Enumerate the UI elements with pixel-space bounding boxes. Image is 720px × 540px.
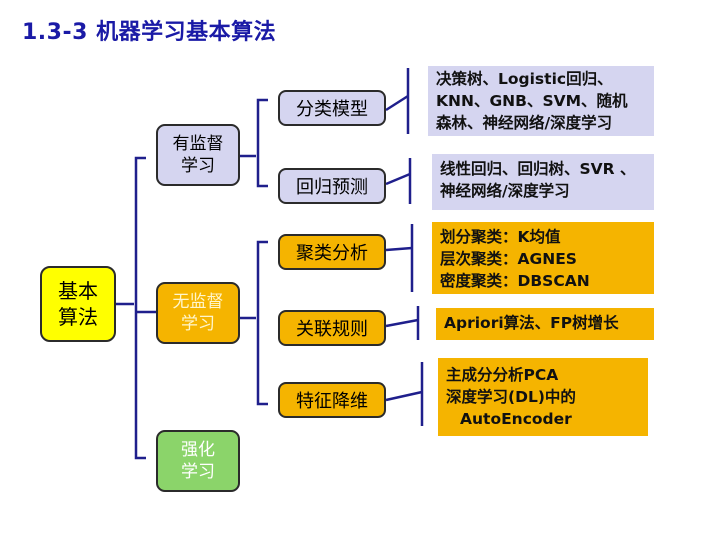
level1-bracket <box>134 156 146 460</box>
algorithm-line: 层次聚类：AGNES <box>440 250 577 268</box>
algorithm-line: AutoEncoder <box>460 410 572 428</box>
unsupervised-bracket <box>256 240 268 406</box>
reinforcement-learning-node: 强化学习 <box>156 430 240 492</box>
supervised-bracket <box>256 98 268 188</box>
algorithm-line: KNN、GNB、SVM、随机 <box>436 92 628 110</box>
regression-node: 回归预测 <box>278 168 386 204</box>
supervised-learning-node: 有监督学习 <box>156 124 240 186</box>
algorithm-line: 决策树、Logistic回归、 <box>436 70 613 88</box>
root-node: 基本算法 <box>40 266 116 342</box>
algorithm-line: 神经网络/深度学习 <box>440 182 570 200</box>
algorithm-line: 线性回归、回归树、SVR 、 <box>440 160 636 178</box>
algorithm-line: 主成分分析PCA <box>446 366 559 384</box>
algorithm-line: Apriori算法、FP树增长 <box>444 314 619 332</box>
classification-node: 分类模型 <box>278 90 386 126</box>
unsupervised-learning-node: 无监督学习 <box>156 282 240 344</box>
classification-algorithms: 决策树、Logistic回归、 KNN、GNB、SVM、随机 森林、神经网络/深… <box>428 66 654 136</box>
association-algorithms: Apriori算法、FP树增长 <box>436 308 654 340</box>
page-title: 1.3-3 机器学习基本算法 <box>22 20 277 45</box>
algorithm-line: 划分聚类：K均值 <box>440 228 561 246</box>
algorithm-line: 森林、神经网络/深度学习 <box>436 114 613 132</box>
algorithm-line: 密度聚类：DBSCAN <box>440 272 590 290</box>
dimensionality-reduction-node: 特征降维 <box>278 382 386 418</box>
algorithm-line: 深度学习(DL)中的 <box>446 388 576 406</box>
clustering-node: 聚类分析 <box>278 234 386 270</box>
dimensionality-reduction-algorithms: 主成分分析PCA 深度学习(DL)中的 AutoEncoder <box>438 358 648 436</box>
clustering-algorithms: 划分聚类：K均值 层次聚类：AGNES 密度聚类：DBSCAN <box>432 222 654 294</box>
regression-algorithms: 线性回归、回归树、SVR 、 神经网络/深度学习 <box>432 154 654 210</box>
association-rules-node: 关联规则 <box>278 310 386 346</box>
